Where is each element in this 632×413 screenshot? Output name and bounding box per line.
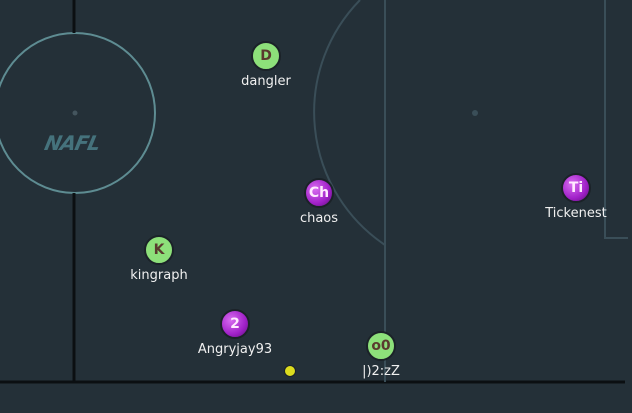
penalty-arc: [313, 0, 386, 246]
player-kingraph[interactable]: K kingraph: [99, 235, 219, 283]
nafl-logo: NAFL: [42, 131, 102, 155]
player-chaos[interactable]: Ch chaos: [259, 178, 379, 226]
logo-text: NAFL: [42, 131, 103, 155]
penalty-spot: [472, 110, 478, 116]
player-name: chaos: [299, 211, 339, 226]
player-tickenest[interactable]: Ti Tickenest: [516, 173, 632, 221]
player-dangler[interactable]: D dangler: [206, 41, 326, 89]
player-token[interactable]: Ti: [561, 173, 591, 203]
player-token[interactable]: D: [251, 41, 281, 71]
player-name: kingraph: [130, 268, 188, 283]
player-token[interactable]: K: [144, 235, 174, 265]
player-token[interactable]: Ch: [304, 178, 334, 208]
player-token[interactable]: 2: [220, 309, 250, 339]
ball[interactable]: [284, 365, 296, 377]
player-name: Angryjay93: [197, 342, 273, 357]
goal-area-box: [604, 0, 628, 239]
player-name: |)2:zZ: [362, 364, 400, 379]
player-name: Tickenest: [545, 206, 607, 221]
player-dzz[interactable]: o0 |)2:zZ: [321, 331, 441, 379]
player-name: dangler: [241, 74, 291, 89]
center-spot: [72, 110, 78, 116]
player-token[interactable]: o0: [366, 331, 396, 361]
player-angryjay93[interactable]: 2 Angryjay93: [175, 309, 295, 357]
